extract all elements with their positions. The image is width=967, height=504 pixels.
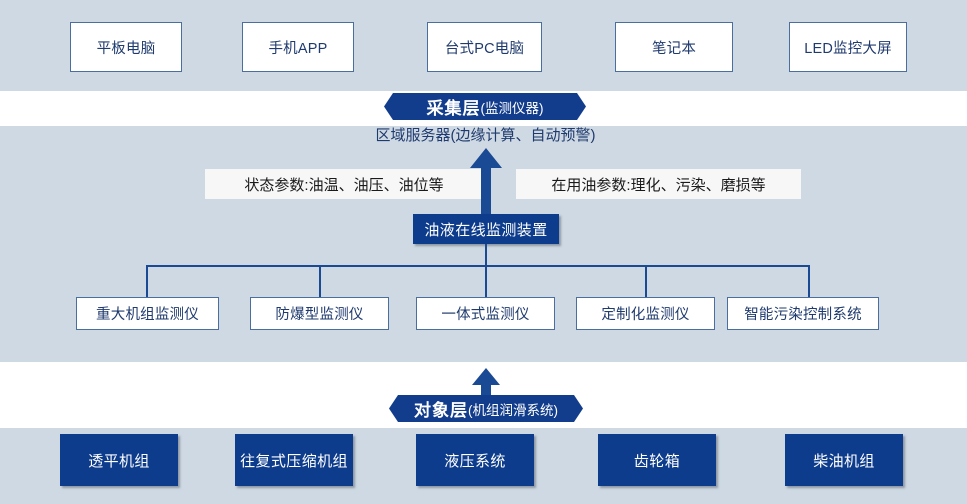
state-parameter-caption-text: 状态参数:油温、油压、油位等 xyxy=(244,176,444,194)
object-layer-banner-main: 对象层 xyxy=(414,401,468,420)
device-box-customized-monitor[interactable]: 定制化监测仪 xyxy=(576,297,715,330)
device-box-smart-contamination-control-label: 智能污染控制系统 xyxy=(744,307,862,323)
object-box-hydraulic-system-label: 液压系统 xyxy=(444,452,506,470)
device-box-integrated-monitor[interactable]: 一体式监测仪 xyxy=(416,297,555,330)
display-box-desktop-pc[interactable]: 台式PC电脑 xyxy=(427,22,542,72)
display-box-laptop-label: 笔记本 xyxy=(651,40,697,57)
object-to-collection-arrow xyxy=(471,368,501,402)
display-box-led-screen-label: LED监控大屏 xyxy=(804,40,892,57)
state-parameter-caption: 状态参数:油温、油压、油位等 xyxy=(205,169,483,199)
object-box-hydraulic-system[interactable]: 液压系统 xyxy=(416,434,534,486)
collection-layer-banner: 采集层 (监测仪器) xyxy=(384,93,586,120)
display-box-tablet[interactable]: 平板电脑 xyxy=(70,22,182,72)
display-box-tablet-label: 平板电脑 xyxy=(96,40,156,57)
object-box-diesel-unit-label: 柴油机组 xyxy=(813,452,875,470)
tree-drop-line-2 xyxy=(319,265,321,298)
oil-online-monitor-label: 油液在线监测装置 xyxy=(424,221,548,239)
device-to-server-arrow xyxy=(469,148,503,215)
display-box-mobile-app[interactable]: 手机APP xyxy=(242,22,354,72)
regional-server-label: 区域服务器(边缘计算、自动预警) xyxy=(363,124,608,145)
display-box-mobile-app-label: 手机APP xyxy=(268,40,328,57)
tree-drop-line-1 xyxy=(146,265,148,298)
tree-bus-line xyxy=(146,265,810,267)
tree-drop-line-5 xyxy=(808,265,810,298)
device-box-explosion-proof-monitor[interactable]: 防爆型监测仪 xyxy=(250,297,389,330)
display-box-led-screen[interactable]: LED监控大屏 xyxy=(789,22,907,72)
object-box-diesel-unit[interactable]: 柴油机组 xyxy=(785,434,903,486)
device-box-customized-monitor-label: 定制化监测仪 xyxy=(601,307,690,323)
collection-layer-banner-sub: (监测仪器) xyxy=(480,100,544,116)
object-box-reciprocating-compressor-label: 往复式压缩机组 xyxy=(240,452,348,470)
object-box-turbine-unit[interactable]: 透平机组 xyxy=(60,434,178,486)
object-box-gearbox-label: 齿轮箱 xyxy=(633,452,681,470)
object-layer-banner-sub: (机组润滑系统) xyxy=(468,402,558,418)
collection-layer-banner-main: 采集层 xyxy=(426,99,481,118)
object-layer-banner: 对象层 (机组润滑系统) xyxy=(389,395,583,422)
display-box-laptop[interactable]: 笔记本 xyxy=(615,22,733,72)
oil-parameter-caption: 在用油参数:理化、污染、磨损等 xyxy=(516,169,801,199)
oil-online-monitor-box[interactable]: 油液在线监测装置 xyxy=(413,214,559,244)
object-box-gearbox[interactable]: 齿轮箱 xyxy=(598,434,716,486)
device-box-smart-contamination-control[interactable]: 智能污染控制系统 xyxy=(727,297,879,330)
tree-drop-line-4 xyxy=(645,265,647,298)
device-box-explosion-proof-monitor-label: 防爆型监测仪 xyxy=(275,307,364,323)
device-box-major-unit-monitor-label: 重大机组监测仪 xyxy=(96,307,199,323)
object-box-reciprocating-compressor[interactable]: 往复式压缩机组 xyxy=(235,434,353,486)
object-box-turbine-unit-label: 透平机组 xyxy=(88,452,150,470)
device-box-major-unit-monitor[interactable]: 重大机组监测仪 xyxy=(76,297,219,330)
display-box-desktop-pc-label: 台式PC电脑 xyxy=(444,40,525,57)
tree-drop-line-3 xyxy=(485,265,487,298)
regional-server-label-text: 区域服务器(边缘计算、自动预警) xyxy=(375,127,596,144)
oil-parameter-caption-text: 在用油参数:理化、污染、磨损等 xyxy=(551,176,766,194)
device-box-integrated-monitor-label: 一体式监测仪 xyxy=(441,307,530,323)
tree-stem-line xyxy=(485,244,487,265)
